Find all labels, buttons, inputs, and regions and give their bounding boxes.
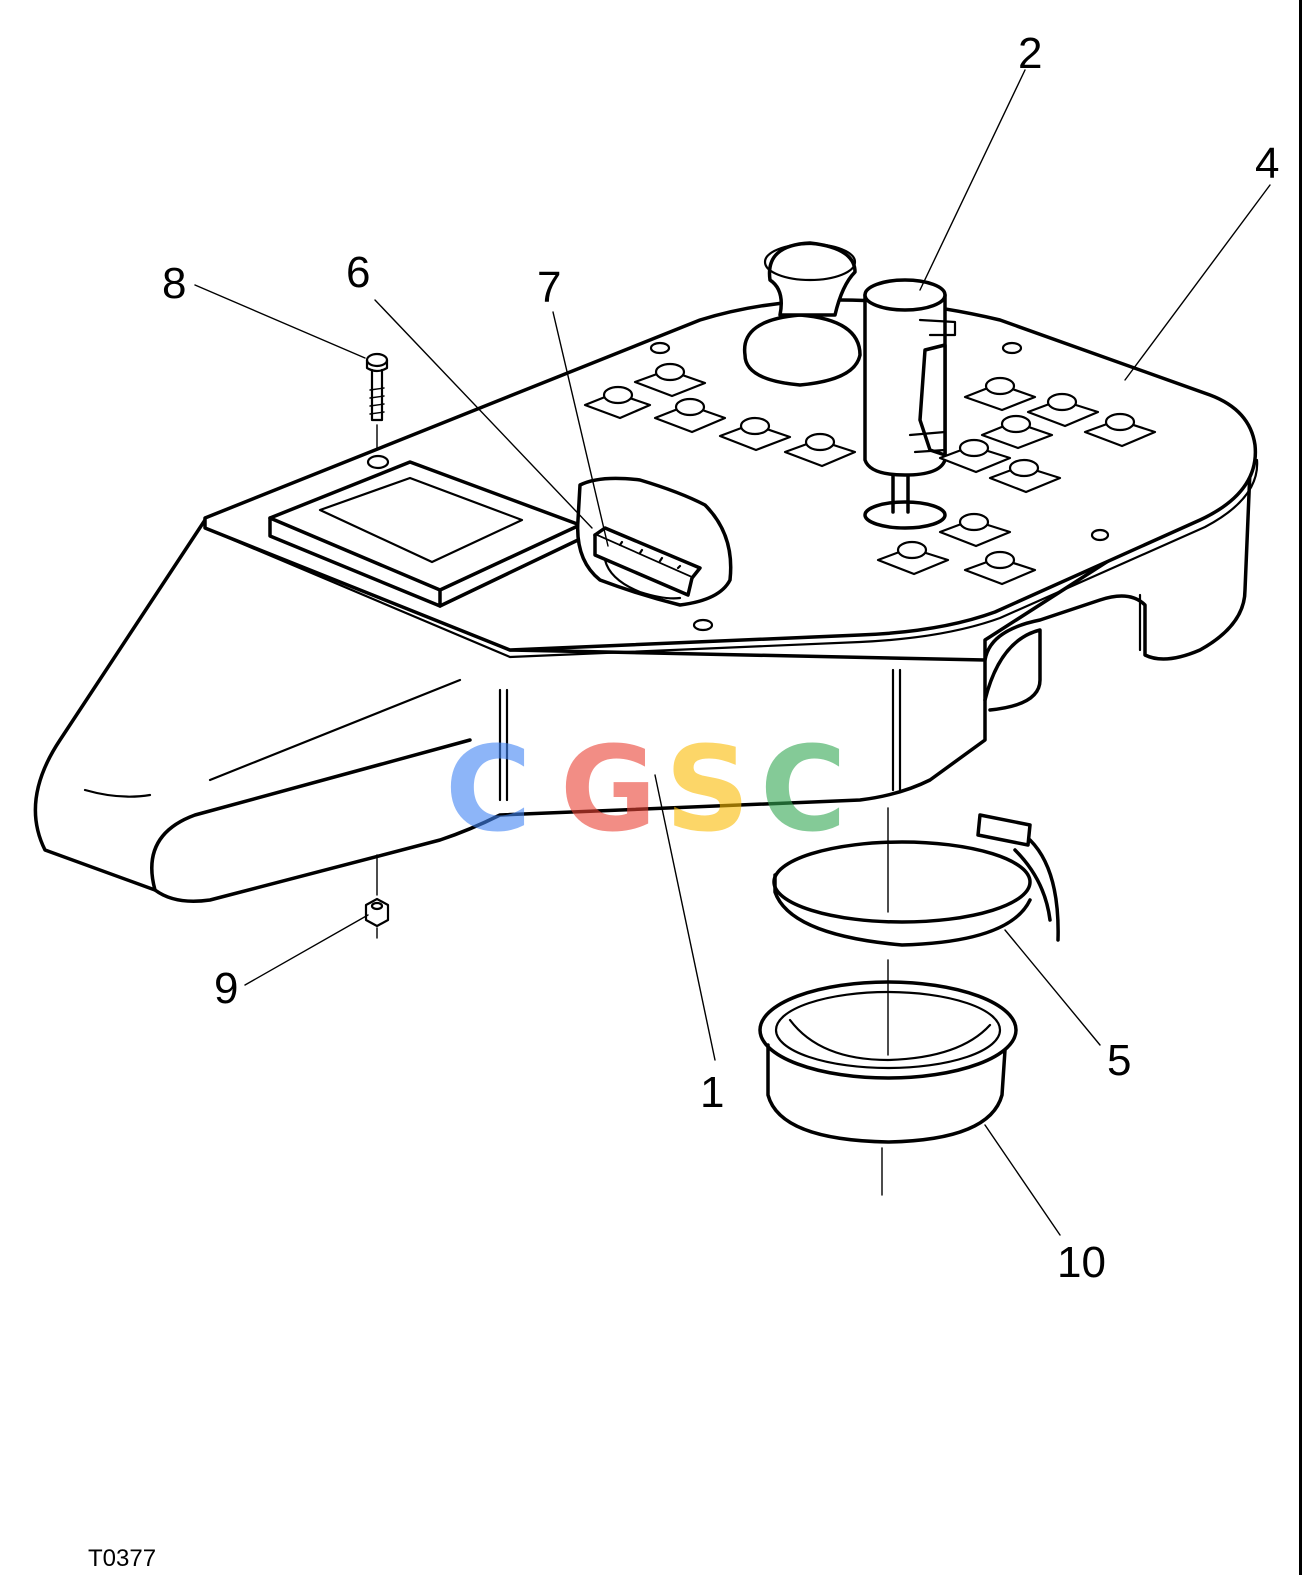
watermark-letter: S <box>665 720 750 858</box>
push-button <box>876 540 950 576</box>
leader-line-4 <box>1124 184 1271 381</box>
watermark-letter: C <box>760 720 847 858</box>
push-button <box>718 416 792 452</box>
figure-reference-code: T0377 <box>88 1545 156 1572</box>
push-button <box>653 397 727 434</box>
push-button <box>1026 392 1100 428</box>
watermark-letter: C <box>445 720 532 858</box>
right-border-line <box>1299 0 1302 1575</box>
watermark: C G S C <box>445 720 847 858</box>
push-button <box>583 385 652 420</box>
push-button <box>963 376 1037 412</box>
push-button <box>1083 412 1157 448</box>
round-knob-joystick <box>742 241 862 387</box>
leader-lines <box>194 69 1271 1236</box>
callout-label-6: 6 <box>346 248 370 297</box>
callout-label-8: 8 <box>162 259 186 308</box>
callout-label-5: 5 <box>1107 1036 1131 1085</box>
connector-cutaway <box>575 476 733 607</box>
push-button <box>783 432 857 468</box>
lever-joystick <box>863 278 957 530</box>
leader-line-2 <box>919 69 1026 291</box>
push-button <box>938 438 1012 474</box>
callout-labels: 1 2 4 5 6 7 8 9 10 <box>162 29 1279 1287</box>
callout-label-7: 7 <box>537 263 561 312</box>
callout-label-10: 10 <box>1057 1238 1106 1287</box>
push-button <box>633 362 707 398</box>
leader-line-9 <box>244 914 369 986</box>
push-button <box>980 414 1054 450</box>
callout-label-4: 4 <box>1255 139 1279 188</box>
leader-line-10 <box>984 1124 1061 1236</box>
callout-label-9: 9 <box>214 964 238 1013</box>
assembly-axis-lines <box>881 807 889 1196</box>
screw <box>365 352 389 451</box>
push-button <box>963 550 1037 586</box>
push-button-group <box>583 362 1157 586</box>
push-button <box>988 458 1062 494</box>
nut <box>364 854 390 939</box>
watermark-letter: G <box>560 720 657 858</box>
leader-line-8 <box>194 284 366 359</box>
leader-line-5 <box>1004 929 1101 1046</box>
callout-label-1: 1 <box>700 1068 724 1117</box>
leader-line-1 <box>654 774 716 1061</box>
leader-line-6 <box>374 299 593 529</box>
hose-clamp <box>772 813 1060 947</box>
callout-label-2: 2 <box>1018 29 1042 78</box>
leader-line-7 <box>552 311 609 547</box>
push-button <box>938 512 1012 548</box>
